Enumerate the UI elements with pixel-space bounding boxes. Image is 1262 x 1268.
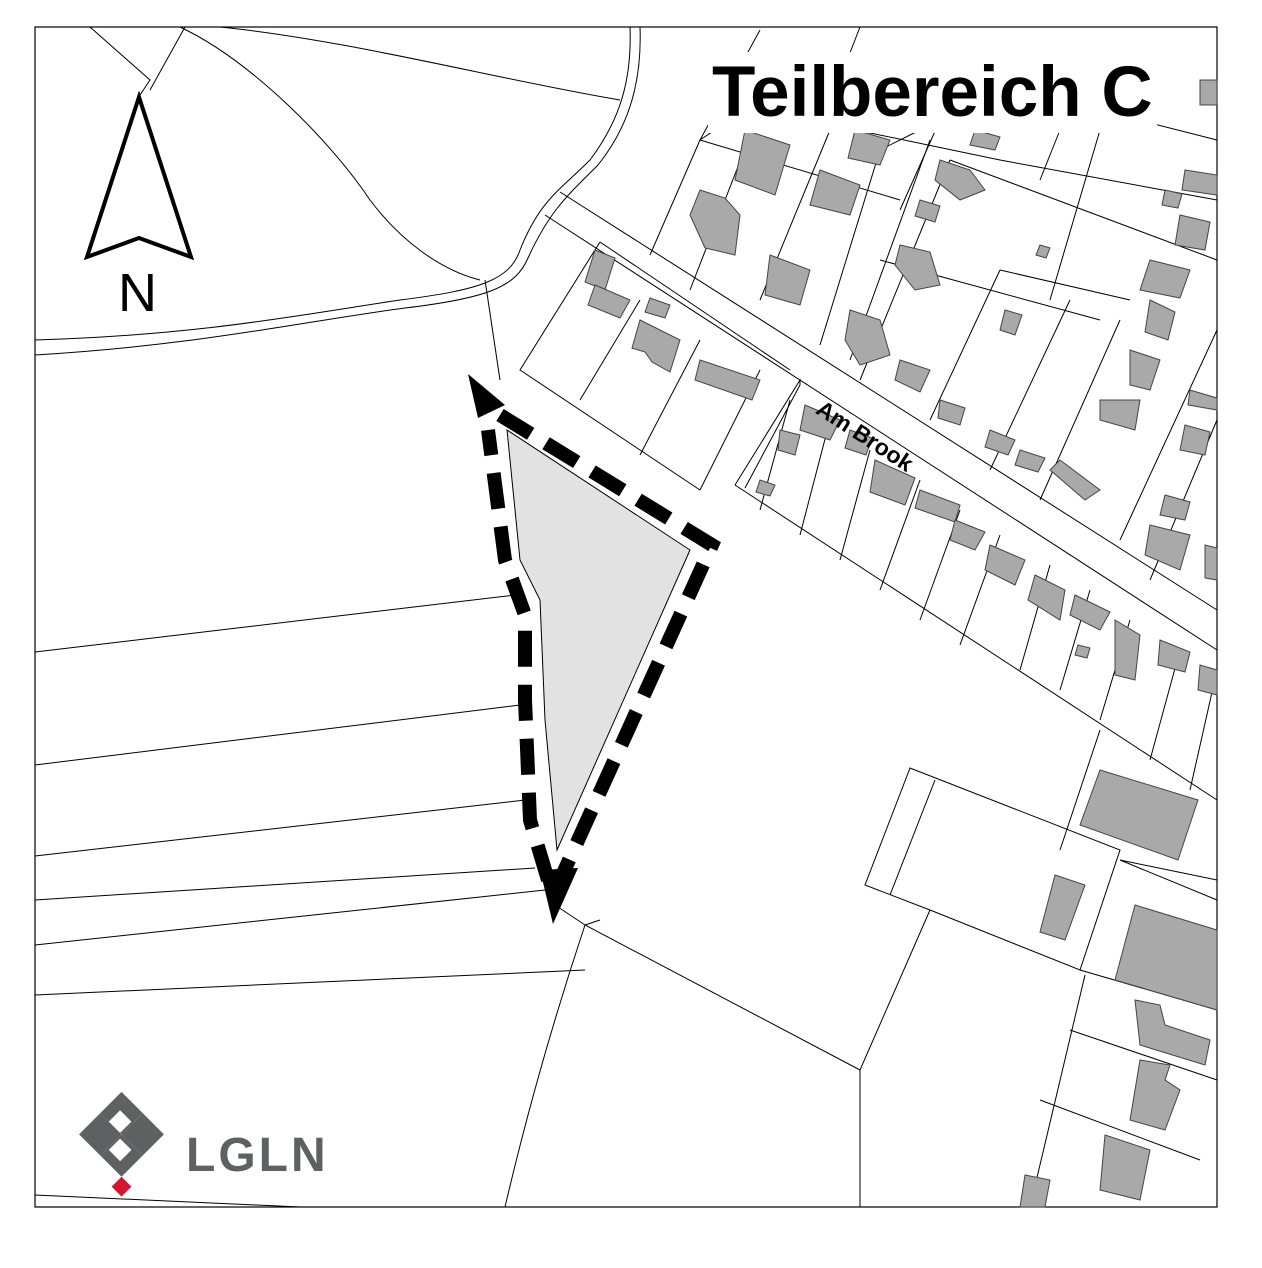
arrowhead-bottom: [540, 868, 578, 924]
north-label: N: [118, 263, 157, 323]
arrowhead-top: [468, 374, 505, 418]
planning-area[interactable]: [506, 429, 691, 852]
lgln-logo-text: LGLN: [186, 1129, 329, 1182]
map-title: Teilbereich C: [708, 52, 1157, 133]
buildings: [584, 79, 1218, 1208]
north-arrow: [83, 90, 195, 261]
area-boundary-dashed: [468, 374, 721, 924]
north-arrow-icon: [83, 90, 195, 261]
